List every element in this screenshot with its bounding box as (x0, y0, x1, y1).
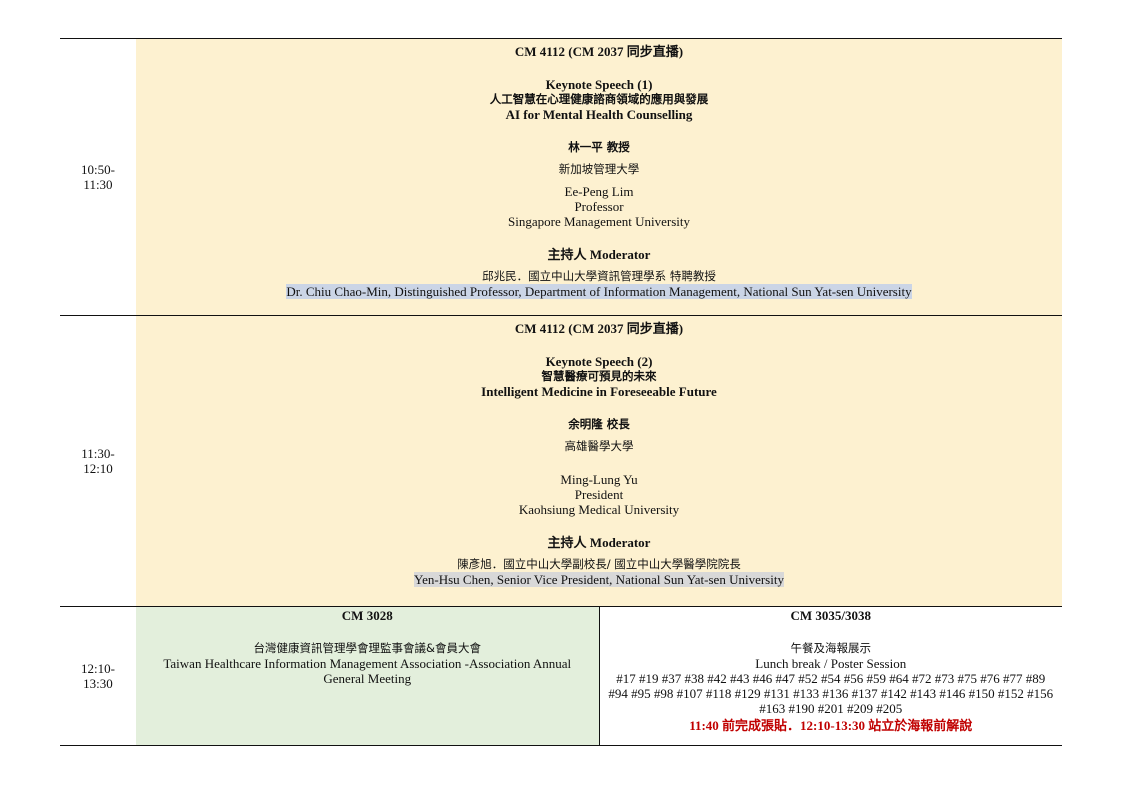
schedule-row-keynote-2: 11:30- 12:10 CM 4112 (CM 2037 同步直播) Keyn… (60, 315, 1062, 606)
poster-note: 11:40 前完成張貼．12:10-13:30 站立於海報前解說 (689, 718, 973, 733)
speaker-title-en: President (574, 487, 624, 502)
affiliation-zh: 高雄醫學大學 (564, 439, 634, 453)
lunch-split: CM 3028 台灣健康資訊管理學會理監事會議&會員大會 Taiwan Heal… (136, 607, 1062, 745)
topic-zh: 人工智慧在心理健康諮商領域的應用與發展 (489, 92, 709, 106)
lunch-title-zh: 午餐及海報展示 (790, 641, 872, 655)
session-title: Keynote Speech (1) (545, 77, 653, 92)
schedule-row-keynote-1: 10:50- 11:30 CM 4112 (CM 2037 同步直播) Keyn… (60, 38, 1062, 315)
moderator-en: Dr. Chiu Chao-Min, Distinguished Profess… (286, 284, 912, 299)
time-label: 10:50- 11:30 (81, 162, 115, 192)
time-slot: 12:10- 13:30 (60, 607, 136, 745)
topic-zh: 智慧醫療可預見的未來 (541, 369, 657, 383)
keynote-cell: CM 4112 (CM 2037 同步直播) Keynote Speech (1… (136, 39, 1062, 315)
room-label: CM 4112 (CM 2037 同步直播) (514, 44, 684, 59)
lunch-title-en: Lunch break / Poster Session (755, 656, 907, 671)
moderator-label: 主持人 Moderator (547, 535, 651, 550)
room-label: CM 3028 (341, 608, 393, 623)
room-label: CM 4112 (CM 2037 同步直播) (514, 321, 684, 336)
poster-cell: CM 3035/3038 午餐及海報展示 Lunch break / Poste… (599, 607, 1062, 745)
moderator-en: Yen-Hsu Chen, Senior Vice President, Nat… (414, 572, 784, 587)
time-slot: 10:50- 11:30 (60, 39, 136, 315)
session-title: Keynote Speech (2) (545, 354, 653, 369)
time-label: 12:10- 13:30 (81, 661, 115, 691)
affiliation-en: Kaohsiung Medical University (518, 502, 680, 517)
meeting-cell: CM 3028 台灣健康資訊管理學會理監事會議&會員大會 Taiwan Heal… (136, 607, 600, 745)
schedule-table: 10:50- 11:30 CM 4112 (CM 2037 同步直播) Keyn… (60, 38, 1062, 746)
moderator-zh: 邱兆民．國立中山大學資訊管理學系 特聘教授 (482, 269, 716, 283)
speaker-en: Ming-Lung Yu (560, 472, 638, 487)
speaker-zh: 余明隆 校長 (568, 417, 630, 431)
time-slot: 11:30- 12:10 (60, 316, 136, 606)
topic-en: AI for Mental Health Counselling (505, 107, 693, 122)
keynote-cell: CM 4112 (CM 2037 同步直播) Keynote Speech (2… (136, 316, 1062, 606)
schedule-row-lunch: 12:10- 13:30 CM 3028 台灣健康資訊管理學會理監事會議&會員大… (60, 606, 1062, 746)
speaker-en: Ee-Peng Lim (564, 184, 634, 199)
room-label: CM 3035/3038 (790, 608, 872, 623)
affiliation-zh: 新加坡管理大學 (558, 162, 640, 176)
poster-list: #17 #19 #37 #38 #42 #43 #46 #47 #52 #54 … (608, 671, 1054, 716)
time-label: 11:30- 12:10 (81, 446, 115, 476)
meeting-title-zh: 台灣健康資訊管理學會理監事會議&會員大會 (253, 641, 481, 655)
affiliation-en: Singapore Management University (508, 214, 690, 229)
meeting-title-en: Taiwan Healthcare Information Management… (163, 656, 572, 686)
moderator-label: 主持人 Moderator (547, 247, 651, 262)
moderator-zh: 陳彥旭．國立中山大學副校長/ 國立中山大學醫學院院長 (457, 557, 741, 571)
speaker-zh: 林一平 教授 (568, 140, 630, 154)
topic-en: Intelligent Medicine in Foreseeable Futu… (481, 384, 717, 399)
speaker-title-en: Professor (574, 199, 624, 214)
